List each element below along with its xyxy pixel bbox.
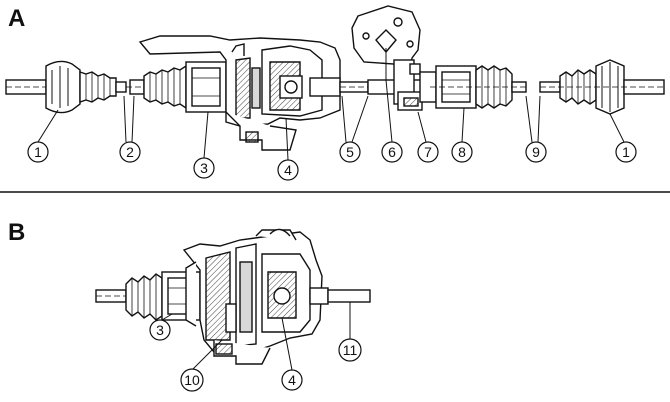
callout-a-3: 3 <box>193 157 215 179</box>
panel-letter-b: B <box>8 219 25 246</box>
callout-label: 9 <box>532 144 540 160</box>
callout-label: 7 <box>424 144 432 160</box>
callout-a-2: 2 <box>119 141 141 163</box>
right-driveshaft <box>419 65 527 109</box>
callout-a-6: 6 <box>381 141 403 163</box>
callout-label: 3 <box>200 160 208 176</box>
panel-b-callouts: 3 10 4 11 <box>149 319 362 392</box>
callout-b-4: 4 <box>281 369 303 391</box>
outer-cv-joint-left <box>5 60 127 114</box>
outer-cv-joint-right <box>539 59 665 115</box>
callout-label: 4 <box>284 162 292 178</box>
callout-a-9: 9 <box>525 141 547 163</box>
callout-label: 3 <box>156 322 164 338</box>
panel-a-leaders <box>37 79 625 161</box>
callout-b-3: 3 <box>149 319 171 341</box>
callout-label: 8 <box>458 144 466 160</box>
transaxle-housing-a <box>138 35 341 151</box>
callout-label: 1 <box>622 144 630 160</box>
callout-a-4: 4 <box>277 159 299 181</box>
callout-label: 4 <box>288 372 296 388</box>
transaxle-housing-b <box>182 228 371 365</box>
callout-b-11: 11 <box>338 338 362 362</box>
callout-a-7: 7 <box>417 141 439 163</box>
callout-a-8: 8 <box>451 141 473 163</box>
callout-label: 2 <box>126 144 134 160</box>
callout-a-5: 5 <box>339 141 361 163</box>
bearing-support-bracket <box>351 5 423 111</box>
callout-label: 1 <box>34 144 42 160</box>
panel-letter-a: A <box>8 5 25 32</box>
callout-a-1: 1 <box>27 141 49 163</box>
callout-label: 6 <box>388 144 396 160</box>
callout-b-10: 10 <box>180 368 204 392</box>
panel-a-assembly <box>5 5 665 151</box>
callout-label: 5 <box>346 144 354 160</box>
left-driveshaft <box>126 61 340 113</box>
panel-a-callouts: 1 2 3 4 5 6 7 8 <box>27 141 637 181</box>
callout-a-1-right: 1 <box>615 141 637 163</box>
panel-b-leaders <box>161 302 351 371</box>
callout-label: 10 <box>184 372 200 388</box>
panel-b-assembly <box>95 228 371 365</box>
callout-label: 11 <box>343 342 358 358</box>
